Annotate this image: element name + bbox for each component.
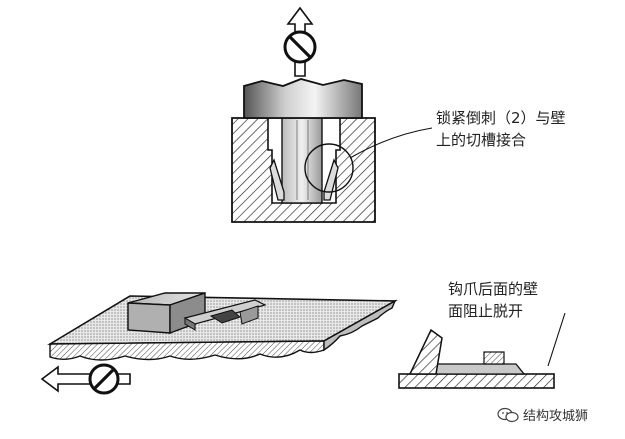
- top-cap: [243, 78, 363, 119]
- top-right-barb: [323, 158, 339, 201]
- top-post: [281, 117, 323, 204]
- watermark-text: 结构攻城狮: [523, 409, 589, 424]
- hook-post: [239, 305, 259, 325]
- annotation-bottom: 钩爪后面的壁 面阻止脱开: [448, 278, 538, 322]
- annotation-bottom-line1: 钩爪后面的壁: [448, 280, 539, 298]
- hook-tab: [209, 309, 241, 324]
- section-base-plate: [398, 373, 555, 389]
- section-wall: [408, 328, 443, 375]
- annotation-top-line1: 锁紧倒刺（2）与壁: [436, 109, 566, 127]
- plate-front-face: [49, 340, 325, 361]
- top-leader-line: [349, 127, 433, 159]
- block-front: [127, 302, 171, 334]
- rail-front: [184, 317, 196, 331]
- top-detail-circle: [304, 143, 354, 193]
- top-assembly: [231, 6, 433, 223]
- section-hook-arm: [435, 363, 526, 375]
- no-slide-left-icon: [40, 363, 131, 395]
- plate-right-face: [323, 299, 397, 352]
- watermark: 结构攻城狮: [497, 405, 588, 424]
- annotation-top: 锁紧倒刺（2）与壁 上的切槽接合: [436, 107, 566, 151]
- top-left-barb: [269, 158, 285, 201]
- wechat-icon: [497, 407, 519, 422]
- annotation-top-line2: 上的切槽接合: [436, 131, 527, 149]
- bottom-left-assembly: [40, 292, 398, 395]
- section-barb: [483, 351, 505, 365]
- annotation-bottom-line2: 面阻止脱开: [448, 302, 524, 320]
- bottom-right-section: [398, 312, 566, 389]
- no-pull-up-icon: [283, 6, 317, 77]
- bottom-leader-line: [547, 312, 566, 367]
